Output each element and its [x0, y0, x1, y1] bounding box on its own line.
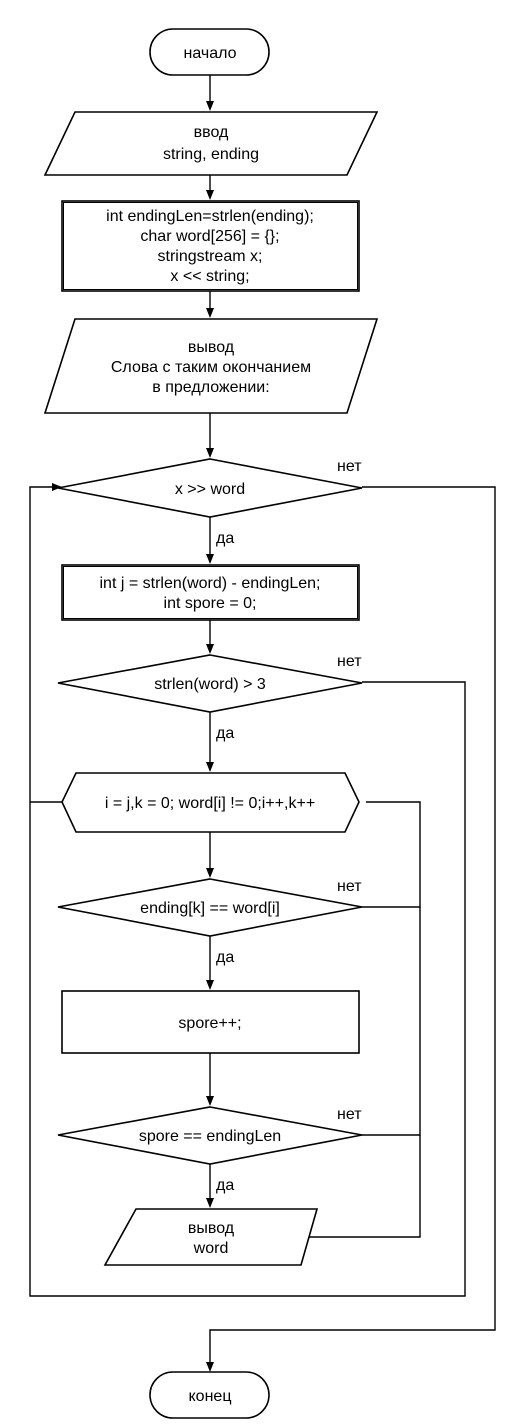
arrowhead [206, 1362, 214, 1372]
input-parallelogram [43, 111, 379, 176]
yes-label: да [216, 530, 234, 547]
init-line: char word[256] = {}; [140, 228, 279, 245]
arrowhead [206, 554, 214, 564]
yes-label: да [216, 1177, 234, 1194]
arrowhead [206, 762, 214, 772]
arrowhead [206, 190, 214, 200]
output-word-parallelogram [103, 1208, 319, 1266]
arrowhead [206, 1096, 214, 1106]
for-loop-header: i = j,k = 0; word[i] != 0;i++,k++ [105, 795, 315, 812]
compare-condition: ending[k] == word[i] [140, 900, 280, 917]
loop-condition: x >> word [175, 481, 245, 498]
arrowhead [206, 308, 214, 318]
arrowhead [206, 448, 214, 458]
arrowhead [206, 1198, 214, 1208]
length-condition: strlen(word) > 3 [154, 676, 266, 693]
calc-process [61, 564, 360, 621]
compare-decision [57, 878, 363, 937]
arrowhead [206, 644, 214, 654]
calc-process-inner [63, 566, 358, 619]
calc-line: int j = strlen(word) - endingLen; [100, 575, 321, 592]
arrowhead [206, 101, 214, 111]
init-line: int endingLen=strlen(ending); [106, 208, 314, 225]
output-header-line: вывод [188, 339, 235, 356]
for-loop-hexagon [61, 772, 360, 833]
no-label: нет [337, 1106, 362, 1123]
output-header-line: Слова с таким окончанием [111, 359, 311, 376]
arrowhead [206, 980, 214, 990]
arrow-compare-no-back [362, 801, 421, 908]
arrow-len-no-back [29, 486, 466, 1297]
arrowhead [52, 483, 62, 491]
start-terminator [149, 28, 270, 76]
loop-decision [57, 458, 363, 518]
increment-op: spore++; [178, 1015, 241, 1032]
end-label: конец [189, 1388, 232, 1405]
no-label: нет [337, 653, 362, 670]
arrow-loop-no-to-end [209, 486, 496, 1364]
yes-label: да [216, 725, 234, 742]
end-terminator [149, 1371, 270, 1419]
output-header-line: в предложении: [152, 379, 269, 396]
no-label: нет [337, 458, 362, 475]
match-condition: spore == endingLen [139, 1128, 281, 1145]
init-process [61, 200, 360, 292]
output-word-label: вывод [188, 1220, 235, 1237]
init-process-inner [63, 202, 358, 290]
increment-process [61, 990, 360, 1054]
output-word-value: word [193, 1240, 229, 1257]
match-decision [57, 1106, 363, 1165]
init-line: x << string; [170, 268, 249, 285]
length-decision [57, 654, 363, 713]
calc-line: int spore = 0; [164, 595, 257, 612]
init-line: stringstream x; [158, 248, 263, 265]
arrowhead [206, 868, 214, 878]
arrow-match-no-back [362, 907, 421, 1136]
no-label: нет [337, 878, 362, 895]
output-header-parallelogram [43, 318, 379, 414]
input-label: ввод [194, 124, 229, 141]
arrow-output-word-back [300, 1135, 421, 1238]
yes-label: да [216, 949, 234, 966]
input-vars: string, ending [163, 146, 259, 163]
start-label: начало [183, 45, 236, 62]
